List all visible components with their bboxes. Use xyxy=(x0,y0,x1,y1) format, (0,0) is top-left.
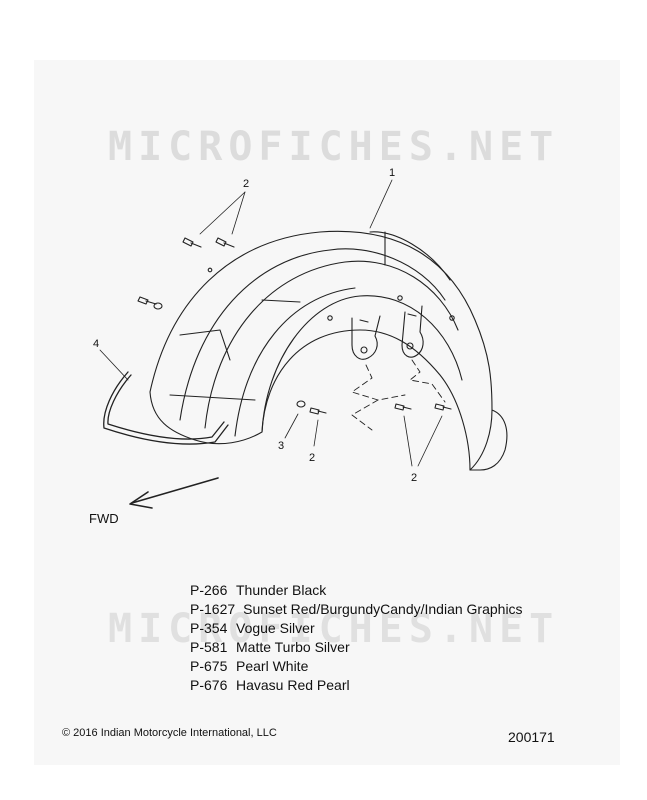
watermark-bottom: MICROFICHES.NET xyxy=(108,606,560,652)
callout-4: 4 xyxy=(93,338,100,350)
bolt-group-top xyxy=(182,237,235,248)
watermark-top: MICROFICHES.NET xyxy=(108,124,560,170)
callout-2-center: 2 xyxy=(309,452,316,464)
forward-arrow xyxy=(129,477,219,509)
paint-option: P-266 Thunder Black xyxy=(190,581,523,600)
callout-2-right: 2 xyxy=(411,472,418,484)
assembly-centerlines xyxy=(351,359,446,431)
forward-direction-label: FWD xyxy=(89,511,119,526)
paint-name: Vogue Silver xyxy=(236,620,315,636)
paint-code: P-354 xyxy=(190,620,228,636)
drawing-number: 200171 xyxy=(508,729,555,745)
paint-name: Pearl White xyxy=(236,658,309,674)
paint-option: P-676 Havasu Red Pearl xyxy=(190,676,523,695)
bolt-group-left xyxy=(137,296,163,310)
bolt-group-center xyxy=(296,400,327,415)
fender-brackets xyxy=(351,305,424,360)
paint-code: P-675 xyxy=(190,658,228,674)
paint-options-list: P-266 Thunder Black P-1627 Sunset Red/Burg… xyxy=(190,581,523,695)
paint-option: P-354 Vogue Silver xyxy=(190,619,523,638)
callout-1: 1 xyxy=(389,167,396,179)
paint-code: P-266 xyxy=(190,582,228,598)
paint-name: Matte Turbo Silver xyxy=(236,639,350,655)
paint-name: Thunder Black xyxy=(236,582,327,598)
fender-trim-strip xyxy=(103,371,229,445)
paint-code: P-581 xyxy=(190,639,228,655)
paint-option: P-581 Matte Turbo Silver xyxy=(190,638,523,657)
paint-code: P-1627 xyxy=(190,601,236,617)
diagram-panel xyxy=(34,60,620,765)
copyright-notice: © 2016 Indian Motorcycle International, … xyxy=(62,727,277,739)
paint-code: P-676 xyxy=(190,677,228,693)
front-fender xyxy=(149,230,508,471)
bolt-group-right xyxy=(394,403,452,411)
paint-option: P-675 Pearl White xyxy=(190,657,523,676)
paint-name: Havasu Red Pearl xyxy=(236,677,350,693)
callout-3: 3 xyxy=(278,440,285,452)
callout-2-top: 2 xyxy=(243,178,250,190)
paint-name: Sunset Red/BurgundyCandy/Indian Graphics xyxy=(243,601,523,617)
paint-option: P-1627 Sunset Red/BurgundyCandy/Indian Gr… xyxy=(190,600,523,619)
leader-lines xyxy=(99,179,443,467)
